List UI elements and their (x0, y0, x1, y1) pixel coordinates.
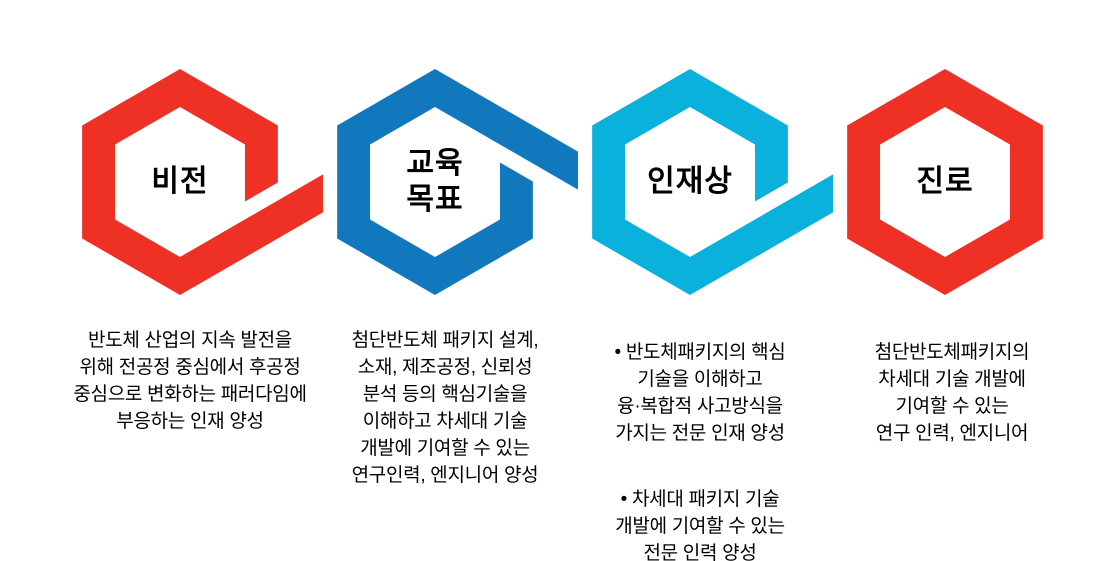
section-talent: 인재상 (592, 68, 834, 296)
hexagon-ring-shape (847, 69, 1043, 295)
section-body-vision: 반도체 산업의 지속 발전을 위해 전공정 중심에서 후공정 중심으로 변화하는… (40, 300, 340, 501)
open-hexagon-icon (82, 69, 324, 295)
body-paragraph: 첨단반도체 패키지 설계, 소재, 제조공정, 신뢰성 분석 등의 핵심기술을 … (351, 330, 539, 486)
closed-hexagon-icon (847, 69, 1043, 295)
section-career: 진로 (847, 68, 1089, 296)
section-body-education-goals: 첨단반도체 패키지 설계, 소재, 제조공정, 신뢰성 분석 등의 핵심기술을 … (322, 300, 568, 555)
body-paragraph-2: • 차세대 패키지 기술 개발에 기여할 수 있는 전문 인력 양성 (615, 489, 785, 561)
open-hexagon-icon (592, 69, 833, 295)
hexagon-ring-shape (82, 69, 324, 295)
body-paragraph: 첨단반도체패키지의 차세대 기술 개발에 기여할 수 있는 연구 인력, 엔지니… (874, 342, 1030, 444)
section-education-goals: 교육 목표 (337, 68, 579, 296)
body-paragraph: • 반도체패키지의 핵심 기술을 이해하고 융·복합적 사고방식을 가지는 전문… (614, 342, 786, 444)
section-title-talent: 인재상 (647, 165, 733, 198)
hexagon-ring-shape (592, 69, 833, 295)
body-paragraph: 반도체 산업의 지속 발전을 위해 전공정 중심에서 후공정 중심으로 변화하는… (73, 330, 307, 432)
hexagon-ring-shape (337, 69, 578, 295)
section-title-vision: 비전 (151, 165, 209, 198)
section-title-education-goals: 교육 목표 (406, 147, 464, 216)
section-title-career: 진로 (916, 165, 974, 198)
open-hexagon-flipped-icon (337, 69, 578, 295)
section-vision: 비전 (82, 68, 324, 296)
section-body-career: 첨단반도체패키지의 차세대 기술 개발에 기여할 수 있는 연구 인력, 엔지니… (827, 312, 1077, 513)
section-body-talent: • 반도체패키지의 핵심 기술을 이해하고 융·복합적 사고방식을 가지는 전문… (577, 312, 823, 561)
